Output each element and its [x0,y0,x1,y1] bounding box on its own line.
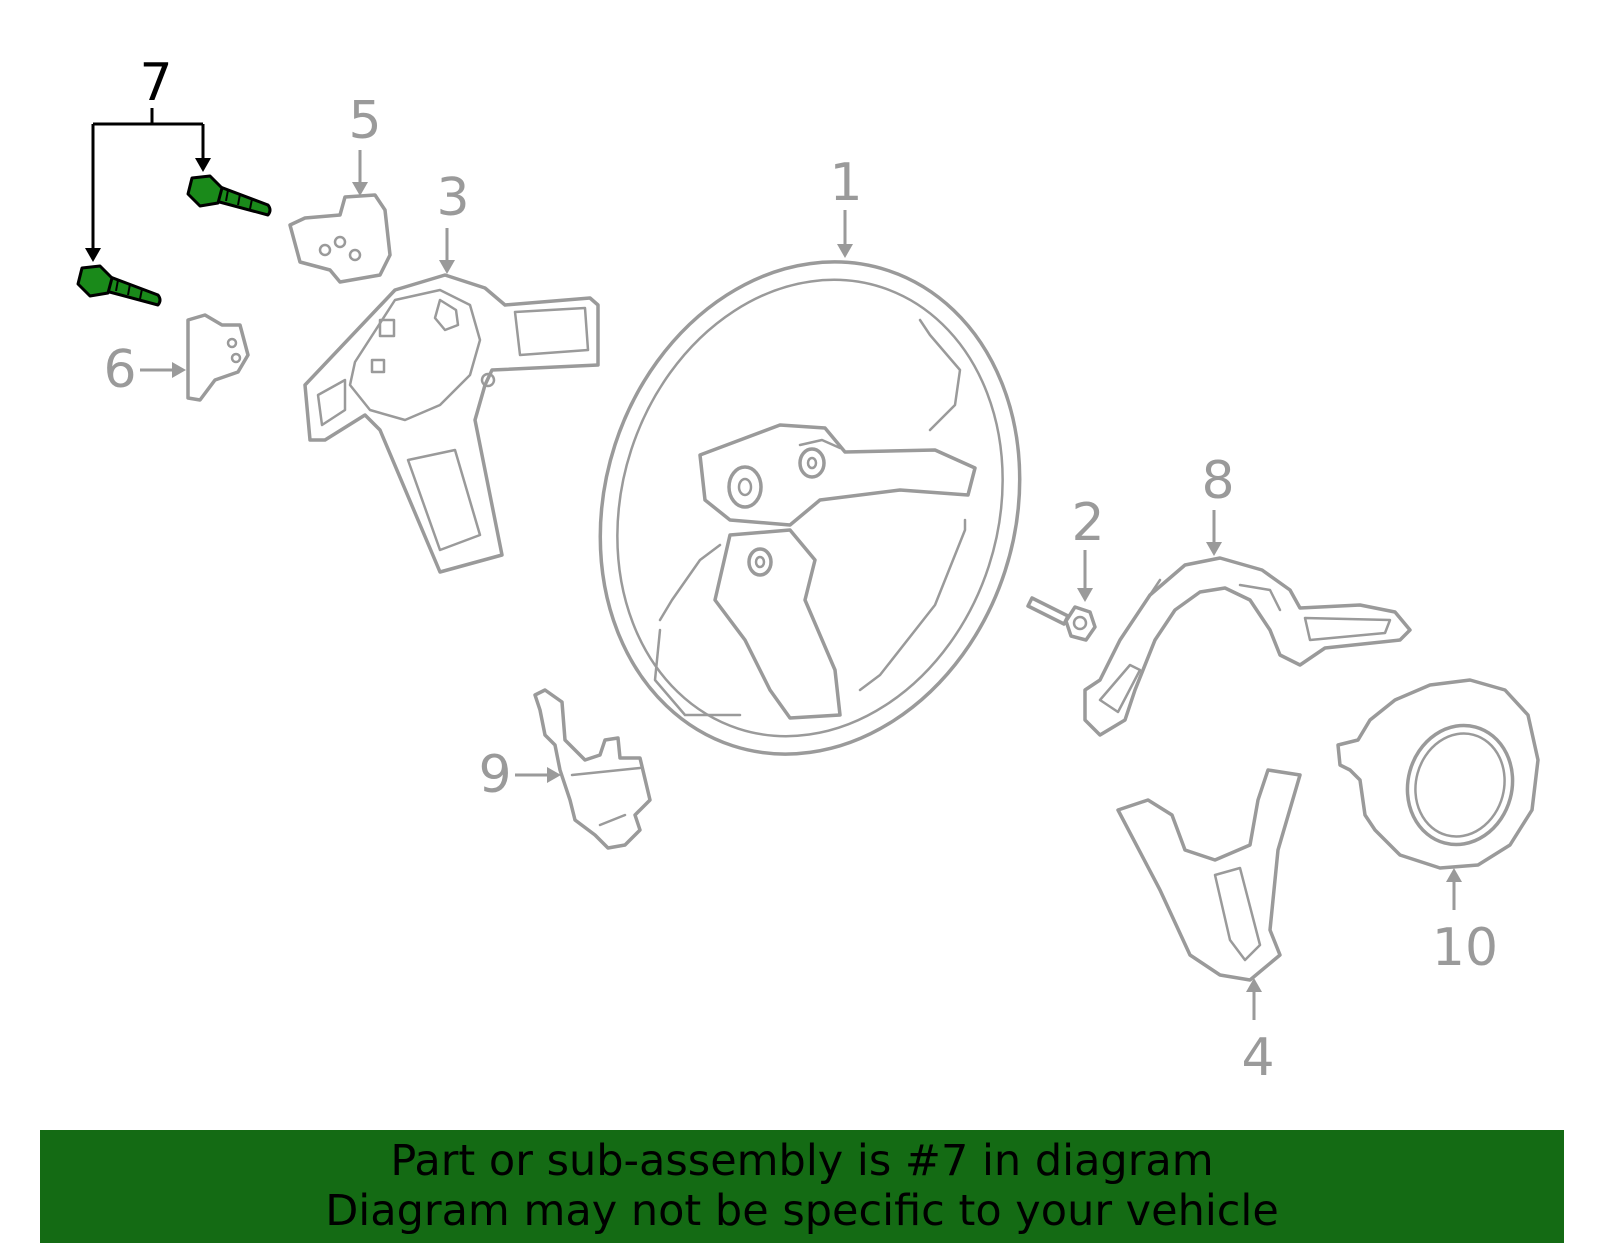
callout-1-label: 1 [829,153,862,213]
callout-8-label: 8 [1201,451,1234,511]
part-1-steering-wheel[interactable] [538,207,1082,809]
part-8-switch-bezel[interactable] [1083,556,1412,737]
callout-6: 6 [103,340,186,400]
callout-2: 2 [1071,493,1105,602]
part-6-switch-bracket[interactable] [186,313,250,402]
callout-5-label: 5 [348,91,381,151]
callout-10: 10 [1432,868,1498,978]
callout-9-label: 9 [478,745,511,805]
part-3-trim-bezel[interactable] [303,273,600,574]
callout-7-label: 7 [139,53,172,113]
banner-line-1: Part or sub-assembly is #7 in diagram [390,1136,1214,1186]
callout-9: 9 [478,745,561,805]
part-5-bracket[interactable] [288,193,392,284]
info-banner: Part or sub-assembly is #7 in diagram Di… [40,1130,1564,1243]
banner-line-2: Diagram may not be specific to your vehi… [325,1186,1279,1236]
callout-4-label: 4 [1241,1028,1274,1088]
callout-10-label: 10 [1432,918,1498,978]
callout-3: 3 [436,168,470,274]
part-2-bolt[interactable] [1026,596,1097,642]
callout-6-label: 6 [103,340,136,400]
callout-1: 1 [829,153,863,258]
callout-8: 8 [1201,451,1235,556]
callout-7: 7 [85,53,211,262]
callout-3-label: 3 [436,168,469,228]
part-9-connector-clip[interactable] [533,688,652,850]
callout-4: 4 [1241,978,1275,1088]
part-7-bolt-upper[interactable] [186,174,272,217]
callout-2-label: 2 [1071,493,1104,553]
part-10-airbag-module[interactable] [1336,678,1540,870]
part-7-bolt-lower[interactable] [76,264,162,307]
part-4-lower-cover[interactable] [1116,768,1302,982]
callout-5: 5 [348,91,382,196]
